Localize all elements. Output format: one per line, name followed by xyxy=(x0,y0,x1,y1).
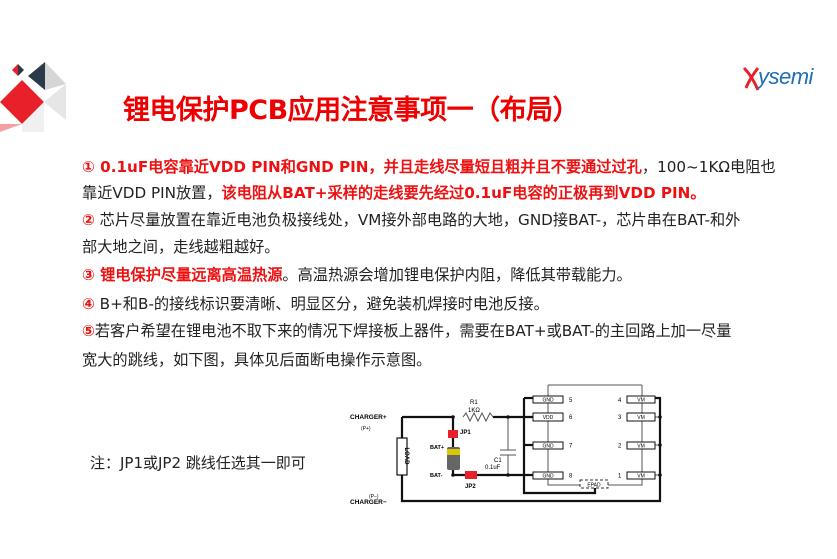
point-2-line-2: 部大地之间，走线越粗越好。 xyxy=(82,237,279,257)
body-text: 部大地之间，走线越粗越好。 xyxy=(82,238,280,256)
body-text: 靠近VDD PIN放置， xyxy=(82,184,222,202)
emphasis-text: 0.1uF电容靠近VDD PIN和GND PIN，并且走线尽量短且粗并且不要通过… xyxy=(94,158,642,176)
svg-text:5: 5 xyxy=(569,398,573,404)
svg-text:GND: GND xyxy=(542,444,554,450)
svg-text:4: 4 xyxy=(618,398,622,404)
svg-text:6: 6 xyxy=(569,415,573,421)
circuit-diagram: EPAD LOAD CHARGER+ (P+) (P−) CHARGER− R1… xyxy=(350,384,662,506)
svg-text:GND: GND xyxy=(542,474,554,480)
emphasis-text: 该电阻从BAT+采样的走线要先经过0.1uF电容的正极再到VDD PIN。 xyxy=(221,184,706,202)
svg-text:2: 2 xyxy=(618,444,622,450)
svg-text:7: 7 xyxy=(569,444,573,450)
decorative-triangles xyxy=(0,62,66,132)
jp2-label: JP2 xyxy=(465,484,476,490)
svg-text:GND: GND xyxy=(542,398,554,404)
point-5-line-2: 宽大的跳线，如下图，具体见后面断电操作示意图。 xyxy=(82,350,431,370)
logo-text: ysemi xyxy=(758,64,813,89)
load-resistor xyxy=(396,437,408,476)
r1-label: R1 xyxy=(470,400,478,406)
svg-text:VM: VM xyxy=(637,444,645,450)
c1-label: C1 xyxy=(494,458,502,464)
jumper-note: 注：JP1或JP2 跳线任选其一即可 xyxy=(90,454,306,472)
charger-minus-label: CHARGER− xyxy=(350,499,387,506)
svg-text:VM: VM xyxy=(637,398,645,404)
point-number: ⑤ xyxy=(82,322,95,340)
point-number: ① xyxy=(82,158,95,176)
p-plus-label: (P+) xyxy=(361,426,371,432)
body-text: 若客户希望在锂电池不取下来的情况下焊接板上器件，需要在BAT+或BAT-的主回路… xyxy=(94,322,732,340)
logo-mark-icon xyxy=(742,66,760,91)
r1-value: 1KΩ xyxy=(468,408,480,414)
svg-text:1: 1 xyxy=(618,474,622,480)
load-label: LOAD xyxy=(403,448,409,466)
svg-text:VM: VM xyxy=(637,415,645,421)
jp1-label: JP1 xyxy=(460,430,471,436)
c1-value: 0.1uF xyxy=(485,465,501,471)
slide-title: 锂电保护PCB应用注意事项一（布局） xyxy=(123,95,580,126)
svg-text:VM: VM xyxy=(637,474,645,480)
point-number: ④ xyxy=(82,295,95,313)
point-1-line-1: ① 0.1uF电容靠近VDD PIN和GND PIN，并且走线尽量短且粗并且不要… xyxy=(82,157,776,177)
body-text: ，100~1KΩ电阻也 xyxy=(641,158,776,176)
point-4: ④ B+和B-的接线标识要清晰、明显区分，避免装机焊接时电池反接。 xyxy=(82,294,549,314)
svg-text:VDD: VDD xyxy=(543,415,554,421)
company-logo: ysemi xyxy=(742,62,837,96)
emphasis-text: 锂电保护尽量远离高温热源 xyxy=(94,266,283,284)
charger-plus-label: CHARGER+ xyxy=(350,414,387,421)
body-text: 。高温热源会增加锂电保护内阻，降低其带载能力。 xyxy=(282,266,632,284)
bat-plus-label: BAT+ xyxy=(430,445,444,451)
p-minus-label: (P−) xyxy=(369,494,379,500)
body-text: B+和B-的接线标识要清晰、明显区分，避免装机焊接时电池反接。 xyxy=(94,295,549,313)
point-1-line-2: 靠近VDD PIN放置，该电阻从BAT+采样的走线要先经过0.1uF电容的正极再… xyxy=(82,183,706,203)
jp1-jumper xyxy=(448,430,458,438)
svg-text:3: 3 xyxy=(618,415,622,421)
point-2-line-1: ② 芯片尽量放置在靠近电池负极接线处，VM接外部电路的大地，GND接BAT-，芯… xyxy=(82,210,740,230)
bat-minus-label: BAT- xyxy=(430,473,443,479)
body-text: 芯片尽量放置在靠近电池负极接线处，VM接外部电路的大地，GND接BAT-，芯片串… xyxy=(94,211,741,229)
jp2-jumper xyxy=(465,471,477,479)
point-5-line-1: ⑤若客户希望在锂电池不取下来的情况下焊接板上器件，需要在BAT+或BAT-的主回… xyxy=(82,321,731,341)
ic-right-pins: VM 4 VM 3 VM 2 VM 1 xyxy=(618,395,656,480)
body-text: 宽大的跳线，如下图，具体见后面断电操作示意图。 xyxy=(82,351,432,369)
epad-label: EPAD xyxy=(587,483,601,489)
ic-left-pins: GND 5 VDD 6 GND 7 GND 8 xyxy=(532,395,573,480)
point-3: ③ 锂电保护尽量远离高温热源。高温热源会增加锂电保护内阻，降低其带载能力。 xyxy=(82,265,632,285)
point-number: ② xyxy=(82,211,95,229)
svg-text:8: 8 xyxy=(569,474,573,480)
point-number: ③ xyxy=(82,266,95,284)
